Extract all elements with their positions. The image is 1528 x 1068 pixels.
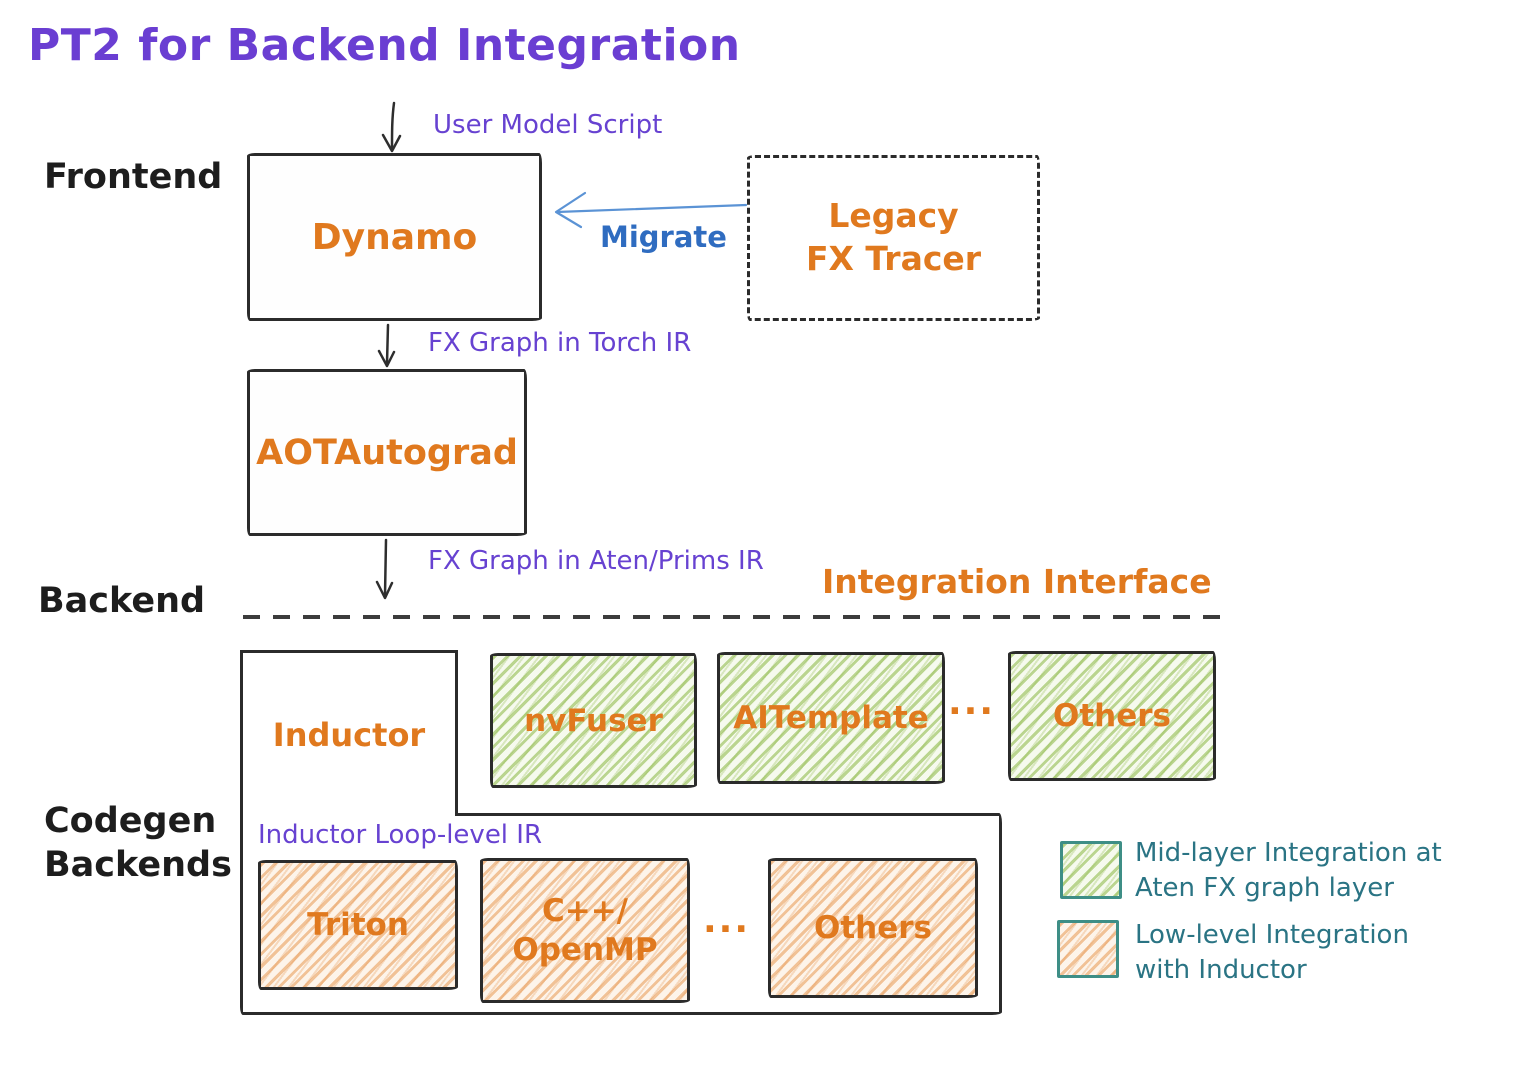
legend-label-mid-layer: Mid-layer Integration at Aten FX graph l… bbox=[1135, 838, 1442, 904]
diagram-title: PT2 for Backend Integration bbox=[28, 20, 741, 71]
migrate-arrowhead bbox=[554, 191, 587, 229]
user-script-arrow bbox=[390, 101, 396, 150]
backend-section-label: Backend bbox=[38, 581, 206, 621]
aot-to-backend-arrowhead bbox=[375, 580, 394, 600]
codegen-backends-section-label: Codegen Backends bbox=[44, 801, 232, 885]
fx-graph-torch-ir-label: FX Graph in Torch IR bbox=[428, 328, 692, 358]
user-script-arrowhead bbox=[381, 133, 402, 153]
mid-layer-backend-box-nvfuser: nvFuser bbox=[490, 653, 697, 788]
mid-layer-backend-box-others: Others bbox=[1008, 651, 1216, 781]
aot-to-backend-arrow bbox=[383, 538, 388, 597]
mid-layer-others-label: Others bbox=[1052, 698, 1171, 734]
dynamo-to-aot-arrowhead bbox=[377, 349, 396, 368]
integration-interface-label: Integration Interface bbox=[822, 562, 1212, 601]
dynamo-label: Dynamo bbox=[311, 216, 478, 258]
migrate-arrow bbox=[555, 203, 748, 214]
legend-swatch-low-level bbox=[1057, 920, 1119, 978]
aot-autograd-box: AOTAutograd bbox=[247, 369, 527, 536]
codegen-backend-box-cpp-openmp: C++/ OpenMP bbox=[480, 858, 690, 1003]
codegen-backend-box-others: Others bbox=[768, 858, 978, 998]
cpp-openmp-label: C++/ OpenMP bbox=[512, 892, 658, 968]
inductor-label: Inductor bbox=[272, 715, 426, 754]
inductor-loop-level-ir-label: Inductor Loop-level IR bbox=[258, 820, 543, 850]
nvfuser-label: nvFuser bbox=[524, 702, 663, 739]
codegen-backend-box-triton: Triton bbox=[258, 860, 458, 990]
codegen-ellipsis: ... bbox=[703, 900, 751, 941]
migrate-label: Migrate bbox=[600, 220, 727, 254]
fx-graph-aten-prims-ir-label: FX Graph in Aten/Prims IR bbox=[428, 546, 764, 576]
dynamo-to-aot-arrow bbox=[385, 323, 390, 365]
user-model-script-label: User Model Script bbox=[433, 110, 663, 140]
frontend-section-label: Frontend bbox=[44, 157, 223, 197]
legacy-fx-tracer-label: Legacy FX Tracer bbox=[805, 196, 982, 278]
dynamo-box: Dynamo bbox=[247, 153, 542, 321]
codegen-others-label: Others bbox=[813, 909, 932, 946]
inductor-box: Inductor bbox=[240, 650, 458, 816]
legend-swatch-mid-layer bbox=[1060, 841, 1122, 899]
aitemplate-label: AITemplate bbox=[733, 700, 929, 736]
legacy-fx-tracer-box: Legacy FX Tracer bbox=[747, 155, 1040, 321]
mid-layer-ellipsis: ... bbox=[948, 682, 996, 723]
legend-label-low-level: Low-level Integration with Inductor bbox=[1135, 920, 1409, 986]
triton-label: Triton bbox=[307, 906, 409, 943]
mid-layer-backend-box-aitemplate: AITemplate bbox=[717, 652, 945, 784]
aot-autograd-label: AOTAutograd bbox=[256, 432, 518, 473]
